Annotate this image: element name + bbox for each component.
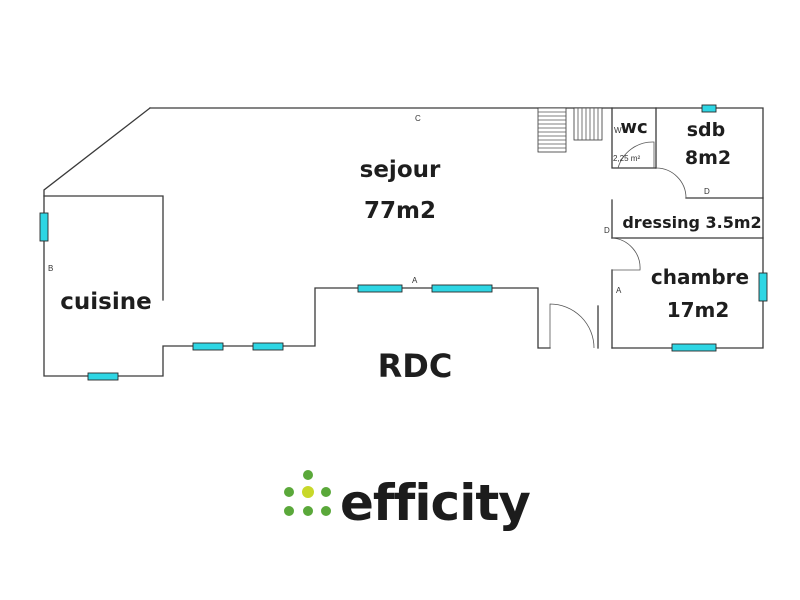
wall-letter-top: C — [415, 114, 421, 123]
room-name-sejour: sejour — [360, 157, 441, 183]
window-bedroom-bottom — [671, 343, 717, 352]
floor-label: RDC — [378, 347, 453, 385]
room-name-wc: wc — [620, 117, 647, 138]
wall-letter-center: A — [412, 276, 418, 285]
sdb-door — [655, 167, 687, 199]
room-area-sdb: 8m2 — [685, 147, 731, 169]
room-name-dressing: dressing 3.5m2 — [622, 213, 761, 232]
wall-letter-dressing-top: D — [704, 187, 710, 196]
brand-name: efficity — [340, 474, 530, 532]
room-name-cuisine: cuisine — [60, 289, 151, 315]
doors — [549, 141, 687, 349]
outer-walls — [43, 107, 764, 377]
windows — [39, 104, 768, 381]
wall-letter-left: B — [48, 264, 53, 273]
wc-wall — [611, 107, 657, 169]
kitchen-partition — [43, 195, 164, 301]
window-living-1 — [192, 342, 224, 351]
wall-letter-bedroom-left: A — [616, 286, 622, 295]
brand-dots-icon — [284, 470, 331, 516]
wall-letter-hall: D — [604, 226, 610, 235]
interior-walls — [611, 107, 764, 349]
room-area-chambre: 17m2 — [667, 298, 730, 322]
window-bedroom-right — [758, 272, 768, 302]
window-living-3 — [357, 284, 403, 293]
window-living-2 — [252, 342, 284, 351]
wc-door — [617, 141, 655, 169]
stairs — [537, 107, 603, 153]
window-kitchen-left — [39, 212, 49, 242]
wc-code: W — [614, 126, 622, 135]
window-kitchen-bottom — [87, 372, 119, 381]
room-area-sejour: 77m2 — [364, 198, 436, 224]
room-name-sdb: sdb — [687, 119, 726, 141]
window-living-4 — [431, 284, 493, 293]
room-name-chambre: chambre — [651, 265, 749, 289]
dressing-door — [611, 237, 641, 271]
entry-door — [549, 303, 595, 349]
brand-logo: efficity — [284, 470, 531, 532]
wc-area: 2,25 m² — [613, 154, 640, 163]
window-top — [701, 104, 717, 113]
outer-wall-diagonal — [43, 107, 551, 377]
